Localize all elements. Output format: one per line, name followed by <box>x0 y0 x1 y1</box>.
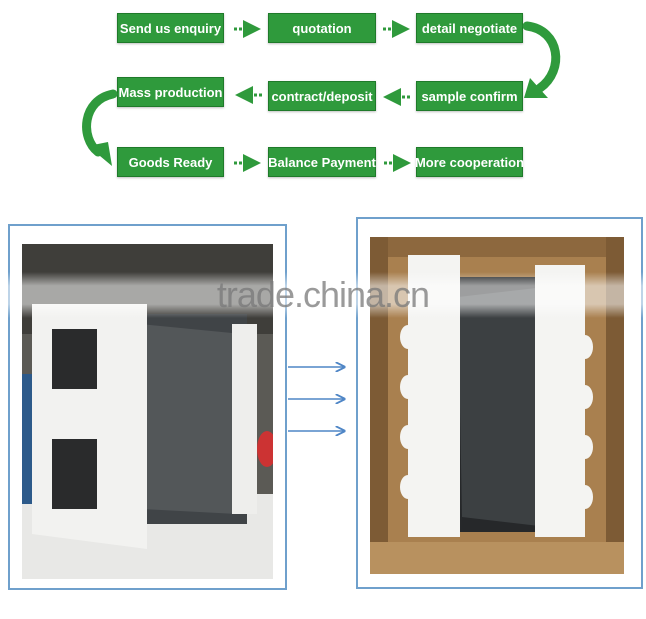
curved-arrow-icon <box>522 21 561 98</box>
step-goods-ready: Goods Ready <box>117 147 224 177</box>
link-arrows <box>288 355 354 445</box>
step-send-enquiry: Send us enquiry <box>117 13 224 43</box>
step-balance-payment: Balance Payment <box>268 147 376 177</box>
curved-arrow-icon <box>82 89 118 166</box>
arrow-right-icon <box>288 367 344 431</box>
step-mass-production: Mass production <box>117 77 224 107</box>
step-sample-confirm: sample confirm <box>416 81 523 111</box>
step-more-cooperation: More cooperation <box>415 147 524 177</box>
step-quotation: quotation <box>268 13 376 43</box>
watermark: trade.china.cn <box>0 272 646 318</box>
step-detail-negotiate: detail negotiate <box>416 13 523 43</box>
arrow-left-icon <box>235 86 410 106</box>
flow-arrows <box>82 20 561 172</box>
step-contract-deposit: contract/deposit <box>268 81 376 111</box>
